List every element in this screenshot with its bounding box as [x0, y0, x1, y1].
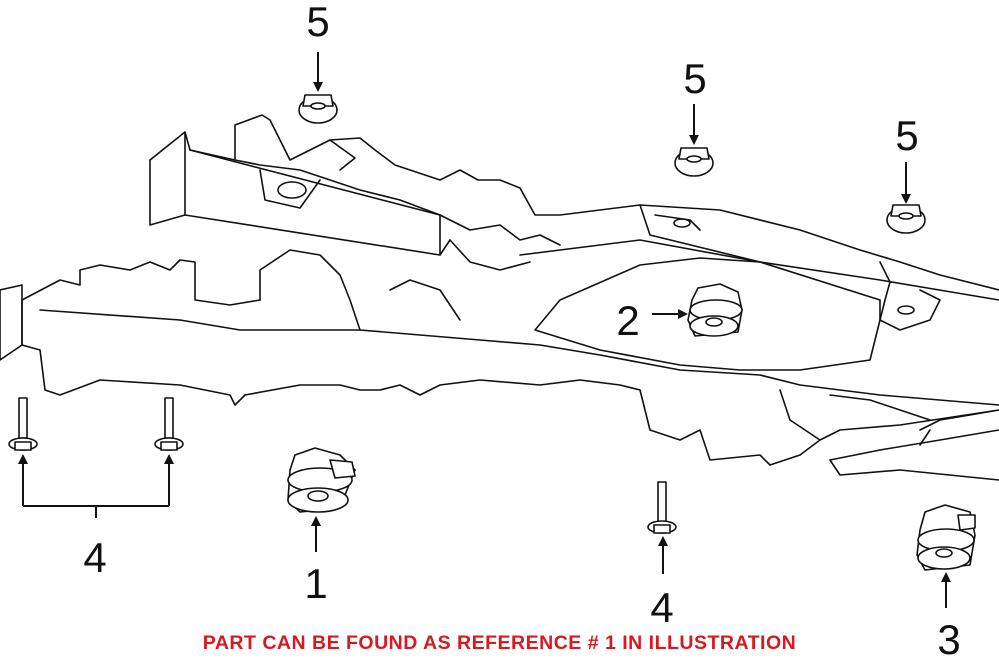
bolt-4-left-a — [8, 397, 38, 451]
leader-arrows — [18, 52, 951, 608]
nut-5-b — [674, 147, 714, 177]
callout-5-c: 5 — [895, 112, 918, 159]
vehicle-frame — [0, 114, 999, 481]
callout-4-right: 4 — [650, 584, 673, 631]
nut-5-a — [298, 94, 338, 124]
callout-2: 2 — [616, 297, 639, 344]
body-mount-2 — [687, 283, 743, 337]
body-mount-3 — [916, 504, 976, 571]
bolt-4-right — [647, 481, 677, 534]
nut-5-c — [886, 204, 926, 234]
callout-5-a: 5 — [306, 0, 329, 45]
reference-notice: PART CAN BE FOUND AS REFERENCE # 1 IN IL… — [202, 632, 797, 654]
callout-3: 3 — [937, 616, 960, 663]
callout-4-left: 4 — [83, 534, 106, 581]
callout-1: 1 — [304, 560, 327, 607]
bolt-4-left-b — [154, 397, 184, 451]
body-mount-1 — [287, 447, 356, 513]
callout-5-b: 5 — [683, 55, 706, 102]
